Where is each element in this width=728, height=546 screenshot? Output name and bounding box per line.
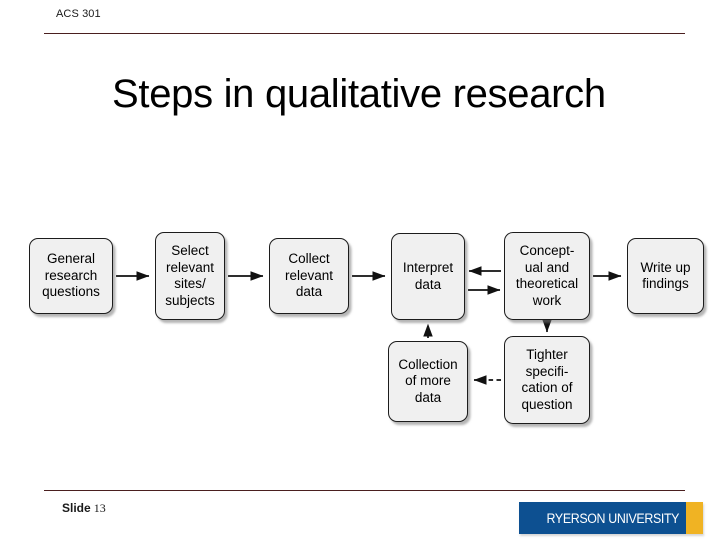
logo-wordmark: RYERSON UNIVERSITY	[546, 510, 679, 526]
footer-slide-label-text: Slide	[62, 501, 91, 515]
flow-node-write-up-findings[interactable]: Write up findings	[627, 238, 704, 314]
flow-node-collect-relevant-data[interactable]: Collect relevant data	[269, 238, 349, 314]
flow-node-conceptual-and-theoretical-work[interactable]: Concept- ual and theoretical work	[504, 232, 590, 320]
ryerson-university-logo: RYERSON UNIVERSITY	[519, 502, 703, 534]
footer-slide-number: 13	[93, 501, 106, 515]
page-title: Steps in qualitative research	[112, 72, 606, 116]
header-course-code: ACS 301	[56, 8, 101, 20]
flow-node-collection-of-more-data[interactable]: Collection of more data	[388, 341, 468, 422]
flow-node-tighter-specification-of-question[interactable]: Tighter specifi- cation of question	[504, 336, 590, 424]
footer-divider	[44, 490, 685, 491]
header-divider	[44, 33, 685, 34]
flow-node-select-relevant-sites-subjects[interactable]: Select relevant sites/ subjects	[155, 232, 225, 320]
logo-blue-panel: RYERSON UNIVERSITY	[519, 502, 686, 534]
flow-node-interpret-data[interactable]: Interpret data	[391, 233, 465, 320]
flow-node-general-research-questions[interactable]: General research questions	[29, 238, 113, 314]
logo-gold-accent	[686, 502, 703, 534]
